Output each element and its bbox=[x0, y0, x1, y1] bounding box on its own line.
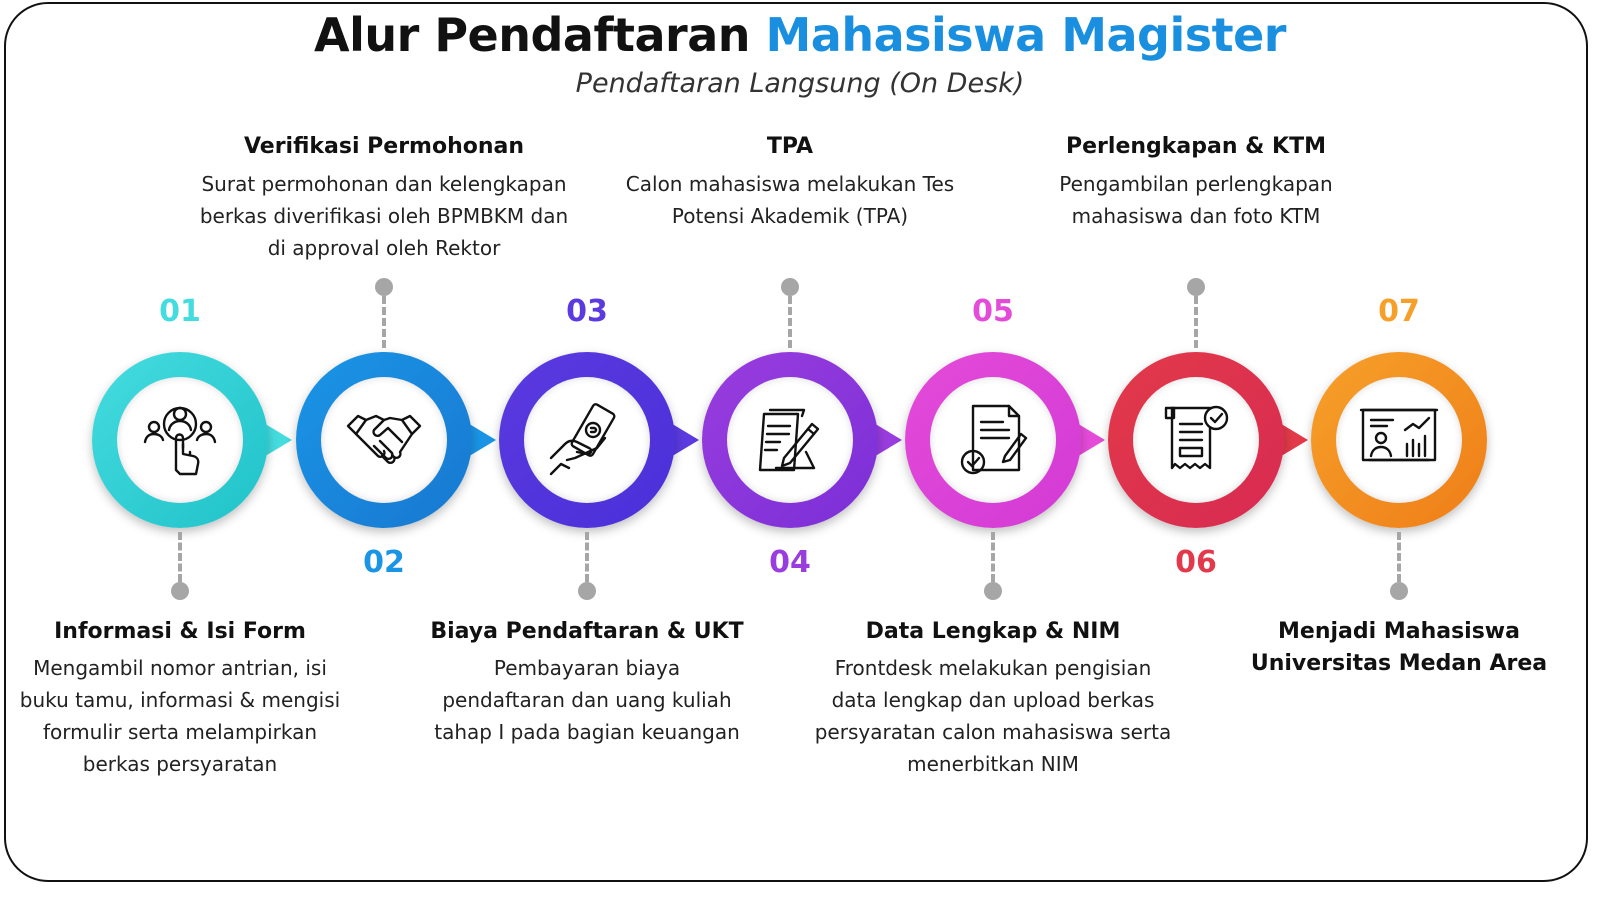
title-part-1: Alur Pendaftaran bbox=[314, 8, 766, 62]
step-description-line-6-2: mahasiswa dan foto KTM bbox=[1071, 204, 1321, 228]
connector-dot-3 bbox=[578, 582, 596, 600]
connector-stem-7 bbox=[1397, 532, 1401, 582]
certified-document-icon bbox=[960, 404, 1028, 475]
connector-dot-5 bbox=[984, 582, 1002, 600]
step-description-line-1-4: berkas persyaratan bbox=[82, 752, 278, 776]
page-subtitle: Pendaftaran Langsung (On Desk) bbox=[575, 68, 1025, 99]
step-circle-inner-2 bbox=[321, 377, 447, 503]
connector-dot-7 bbox=[1390, 582, 1408, 600]
step-description-line-3-2: pendaftaran dan uang kuliah bbox=[442, 688, 732, 712]
step-circle-inner-1 bbox=[117, 377, 243, 503]
step-number-5: 05 bbox=[972, 294, 1014, 329]
step-description-line-1-3: formulir serta melampirkan bbox=[42, 720, 318, 744]
connector-dot-4 bbox=[781, 278, 799, 296]
connector-dot-1 bbox=[171, 582, 189, 600]
step-circle-5 bbox=[905, 352, 1081, 528]
step-circle-6 bbox=[1108, 352, 1284, 528]
step-title-line-7-2: Universitas Medan Area bbox=[1250, 651, 1548, 676]
step-description-1: Mengambil nomor antrian, isi buku tamu, i… bbox=[0, 652, 370, 780]
step-title-5: Data Lengkap & NIM bbox=[803, 616, 1183, 648]
step-title-6: Perlengkapan & KTM bbox=[1006, 131, 1386, 163]
step-title-line-1-1: Informasi & Isi Form bbox=[54, 619, 306, 644]
step-description-6: Pengambilan perlengkapan mahasiswa dan fo… bbox=[1006, 168, 1386, 232]
connector-stem-5 bbox=[991, 532, 995, 582]
step-title-4: TPA bbox=[600, 131, 980, 163]
step-number-4: 04 bbox=[769, 545, 811, 580]
step-title-line-2-1: Verifikasi Permohonan bbox=[243, 134, 525, 159]
step-title-1: Informasi & Isi Form bbox=[0, 616, 370, 648]
step-circle-4 bbox=[702, 352, 878, 528]
step-circle-inner-5 bbox=[930, 377, 1056, 503]
payment-hand-icon bbox=[549, 403, 616, 476]
step-description-line-5-4: menerbitkan NIM bbox=[907, 752, 1079, 776]
step-number-1: 01 bbox=[159, 294, 201, 329]
step-circle-inner-3 bbox=[524, 377, 650, 503]
page-title: Alur Pendaftaran Mahasiswa Magister bbox=[0, 8, 1600, 62]
step-circle-1 bbox=[92, 352, 268, 528]
step-description-line-2-1: Surat permohonan dan kelengkapan bbox=[201, 172, 567, 196]
step-description-line-2-2: berkas diverifikasi oleh BPMBKM dan bbox=[199, 204, 569, 228]
step-circle-2 bbox=[296, 352, 472, 528]
handshake-icon bbox=[346, 414, 422, 465]
step-circle-inner-6 bbox=[1133, 377, 1259, 503]
step-circle-inner-7 bbox=[1336, 377, 1462, 503]
connector-stem-2 bbox=[382, 296, 386, 348]
step-description-line-6-1: Pengambilan perlengkapan bbox=[1059, 172, 1333, 196]
connector-dot-2 bbox=[375, 278, 393, 296]
step-number-3: 03 bbox=[566, 294, 608, 329]
step-title-2: Verifikasi Permohonan bbox=[194, 131, 574, 163]
step-description-3: Pembayaran biaya pendaftaran dan uang kul… bbox=[397, 652, 777, 748]
user-click-icon bbox=[143, 406, 217, 476]
connector-stem-3 bbox=[585, 532, 589, 582]
receipt-check-icon bbox=[1164, 405, 1229, 470]
step-circle-3 bbox=[499, 352, 675, 528]
step-description-line-5-2: data lengkap dan upload berkas bbox=[831, 688, 1155, 712]
step-description-line-2-3: di approval oleh Rektor bbox=[267, 236, 501, 260]
presentation-board-icon bbox=[1359, 408, 1439, 462]
step-title-line-6-1: Perlengkapan & KTM bbox=[1066, 134, 1326, 159]
step-title-3: Biaya Pendaftaran & UKT bbox=[397, 616, 777, 648]
step-description-line-5-3: persyaratan calon mahasiswa serta bbox=[814, 720, 1172, 744]
connector-stem-1 bbox=[178, 532, 182, 582]
step-description-2: Surat permohonan dan kelengkapan berkas d… bbox=[194, 168, 574, 264]
step-title-line-7-1: Menjadi Mahasiswa bbox=[1278, 619, 1520, 644]
connector-stem-6 bbox=[1194, 296, 1198, 348]
step-number-6: 06 bbox=[1175, 545, 1217, 580]
connector-stem-4 bbox=[788, 296, 792, 348]
step-title-line-5-1: Data Lengkap & NIM bbox=[865, 619, 1121, 644]
step-description-line-4-1: Calon mahasiswa melakukan Tes bbox=[625, 172, 955, 196]
connector-dot-6 bbox=[1187, 278, 1205, 296]
step-number-7: 07 bbox=[1378, 294, 1420, 329]
step-description-line-4-2: Potensi Akademik (TPA) bbox=[671, 204, 909, 228]
step-number-2: 02 bbox=[363, 545, 405, 580]
step-circle-7 bbox=[1311, 352, 1487, 528]
title-part-2: Mahasiswa Magister bbox=[765, 8, 1287, 62]
step-description-line-1-2: buku tamu, informasi & mengisi bbox=[19, 688, 341, 712]
step-title-line-3-1: Biaya Pendaftaran & UKT bbox=[430, 619, 744, 644]
step-description-line-3-3: tahap I pada bagian keuangan bbox=[434, 720, 740, 744]
step-description-line-1-1: Mengambil nomor antrian, isi bbox=[33, 656, 327, 680]
step-description-line-3-1: Pembayaran biaya bbox=[493, 656, 681, 680]
step-title-line-4-1: TPA bbox=[766, 134, 814, 159]
document-pen-icon bbox=[758, 408, 820, 472]
step-description-line-5-1: Frontdesk melakukan pengisian bbox=[834, 656, 1152, 680]
step-circle-inner-4 bbox=[727, 377, 853, 503]
step-description-5: Frontdesk melakukan pengisian data lengka… bbox=[803, 652, 1183, 780]
